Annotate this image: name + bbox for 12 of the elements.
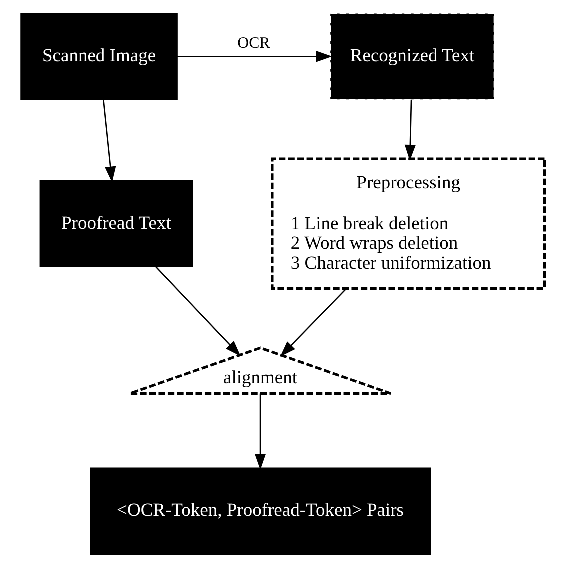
arrow [404, 100, 416, 161]
node-box: Scanned Image [20, 13, 178, 100]
node-box: <OCR-Token, Proofread-Token> Pairs [90, 468, 431, 555]
arrow [254, 394, 266, 470]
node-box: Recognized Text [329, 13, 495, 100]
arrow [155, 266, 240, 357]
arrow [280, 288, 347, 357]
node-box: Preprocessing 1 Line break deletion 2 Word wraps deletion 3 Character uniformization [270, 158, 546, 290]
edge-label: OCR [237, 35, 270, 52]
arrow [177, 51, 332, 62]
arrow [102, 100, 116, 183]
node-box: Proofread Text [39, 180, 193, 268]
